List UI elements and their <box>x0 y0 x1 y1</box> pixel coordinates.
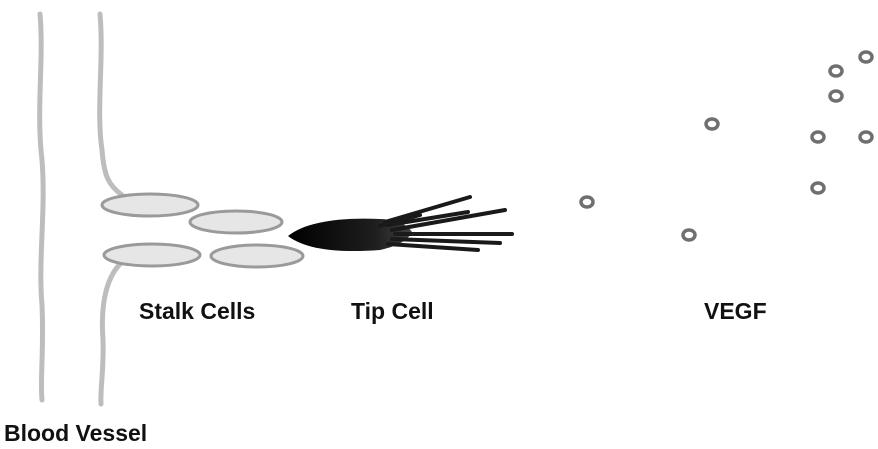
tip-cell <box>288 197 512 251</box>
vegf-particle <box>706 119 718 129</box>
stalk-cell <box>190 211 282 233</box>
vegf-particle <box>830 91 842 101</box>
stalk-cell <box>104 244 200 266</box>
vegf-particle <box>860 52 872 62</box>
vegf-particle <box>581 197 593 207</box>
stalk-cells <box>102 194 303 267</box>
filopodium <box>392 239 500 243</box>
stalk-cell <box>211 245 303 267</box>
vegf-label: VEGF <box>704 298 767 324</box>
vegf-particle <box>812 132 824 142</box>
vegf-particle <box>683 230 695 240</box>
tip-cell-label: Tip Cell <box>351 298 434 324</box>
filopodium <box>388 244 478 250</box>
vegf-particle <box>830 66 842 76</box>
vegf-particle <box>812 183 824 193</box>
stalk-cell <box>102 194 198 216</box>
vegf-particles <box>581 52 872 240</box>
stalk-cells-label: Stalk Cells <box>139 298 255 324</box>
blood-vessel-label: Blood Vessel <box>4 420 147 446</box>
vessel-left-wall <box>40 14 43 400</box>
vegf-particle <box>860 132 872 142</box>
